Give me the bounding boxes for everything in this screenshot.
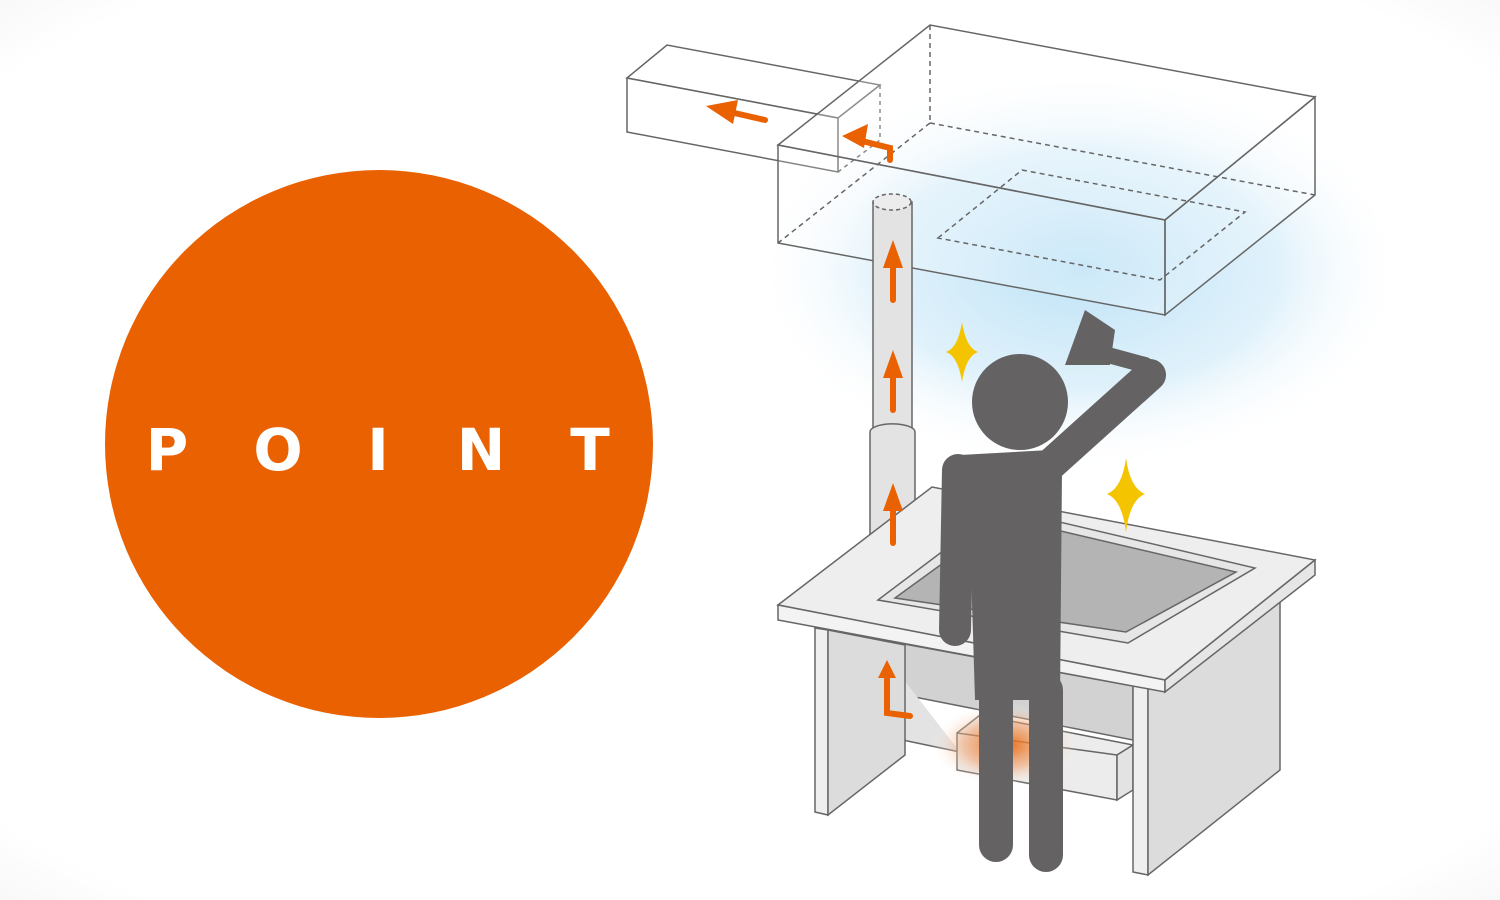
- person-figure: [939, 310, 1166, 872]
- airflow-arrow-head-icon: [706, 100, 738, 124]
- badge-letter: N: [457, 416, 506, 484]
- clean-air-glow: [750, 70, 1410, 470]
- sparkle-icon: [1107, 458, 1145, 532]
- airflow-arrow-head-icon: [878, 660, 896, 678]
- point-badge: P O I N T: [105, 170, 653, 718]
- ceiling-duct: [625, 24, 1317, 317]
- badge-circle: [105, 170, 653, 718]
- badge-letter: P: [146, 416, 189, 484]
- pipe-arrows: [883, 240, 903, 546]
- airflow-arrow-head-icon: [842, 124, 868, 148]
- badge-letter: O: [253, 416, 302, 484]
- airflow-arrow-icon: [883, 483, 903, 546]
- airflow-arrow-icon: [884, 665, 913, 719]
- sparkle-icon: [946, 322, 978, 382]
- badge-letter: I: [367, 416, 389, 484]
- airflow-arrow-icon: [883, 350, 903, 413]
- airflow-arrow-icon: [883, 240, 903, 303]
- badge-letter: T: [570, 416, 610, 484]
- person-head: [972, 354, 1068, 450]
- airflow-arrow-icon: [727, 109, 893, 163]
